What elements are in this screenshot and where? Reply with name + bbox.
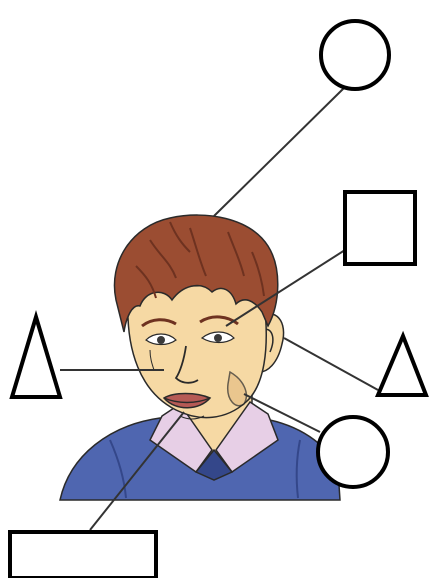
boy-illustration [60, 215, 340, 500]
triangle-icon[interactable] [378, 336, 426, 395]
leader-line-top-circle [214, 88, 344, 216]
circle-icon[interactable] [321, 21, 389, 89]
triangle-icon[interactable] [12, 317, 60, 397]
leader-line-right-triangle [284, 338, 378, 390]
rectangle-icon[interactable] [10, 532, 156, 578]
square-icon[interactable] [345, 192, 415, 264]
circle-icon[interactable] [318, 417, 388, 487]
